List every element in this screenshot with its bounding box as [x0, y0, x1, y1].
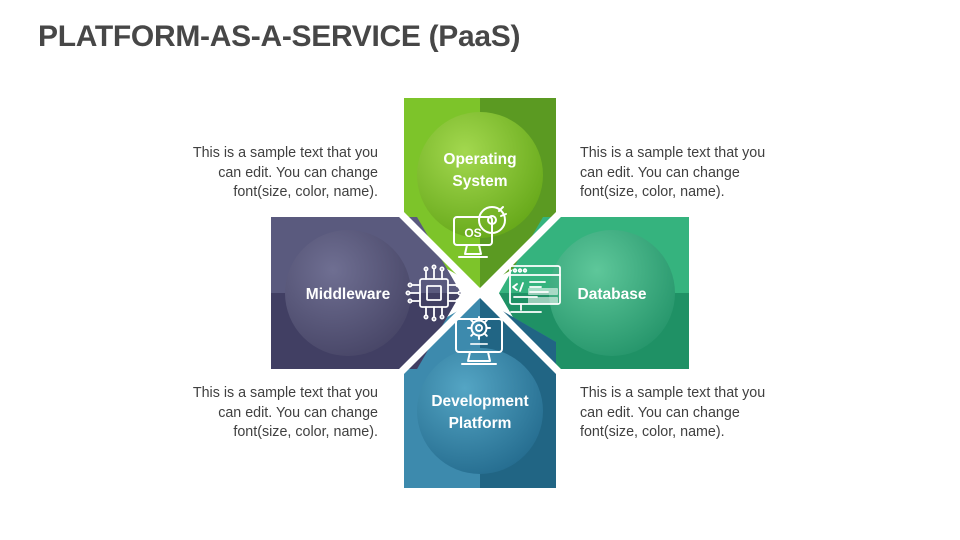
- mw-sphere: [285, 230, 411, 356]
- caption-bottom-right: This is a sample text that you can edit.…: [580, 385, 766, 440]
- monitor-os-disc-icon: OS: [453, 206, 507, 258]
- cpu-microchip-icon: [405, 264, 463, 322]
- code-window-server-icon: [509, 265, 561, 313]
- db-label: Database: [578, 286, 647, 303]
- center-separators: [399, 212, 561, 374]
- caption-bottom-left: This is a sample text that you can edit.…: [192, 385, 378, 440]
- paas-pinwheel-diagram: Operating System OS Database: [249, 76, 711, 510]
- caption-top-right: This is a sample text that you can edit.…: [580, 145, 766, 200]
- caption-top-left: This is a sample text that you can edit.…: [192, 145, 378, 200]
- monitor-gear-icon: [455, 316, 503, 365]
- petal-middleware[interactable]: Middleware: [271, 217, 463, 369]
- os-label-line1: Operating: [443, 151, 516, 168]
- os-label-line2: System: [452, 173, 507, 190]
- dev-label-line2: Platform: [449, 415, 512, 432]
- db-sphere: [549, 230, 675, 356]
- page-title: PLATFORM-AS-A-SERVICE (PaaS): [38, 20, 521, 53]
- dev-sphere: [417, 348, 543, 474]
- svg-text:OS: OS: [464, 226, 481, 240]
- mw-label: Middleware: [306, 286, 391, 303]
- dev-label-line1: Development: [431, 393, 528, 410]
- os-sphere: [417, 112, 543, 238]
